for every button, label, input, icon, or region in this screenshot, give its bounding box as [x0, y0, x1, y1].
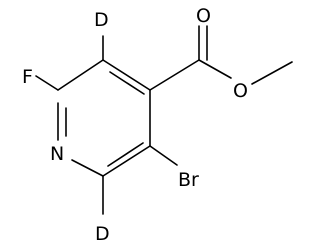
- bond-oester-methyl: [251, 61, 293, 85]
- atom-label-fluorine: F: [22, 66, 33, 88]
- bond-c6-c5: [102, 59, 151, 91]
- bond-c6-c5-inner: [109, 71, 145, 95]
- atom-label-deuterium-top: D: [94, 9, 109, 31]
- bond-c4-br: [149, 145, 178, 166]
- bond-c4-c3-inner: [107, 142, 144, 167]
- atom-label-carbonyl-oxygen: O: [196, 5, 211, 27]
- bond-c2-f: [35, 75, 59, 91]
- bond-c5-ccarbonyl: [149, 59, 200, 91]
- atom-label-nitrogen: N: [50, 143, 64, 165]
- molecule-structure: F N Br D D O O: [22, 5, 293, 245]
- bond-ccarbonyl-oester: [198, 59, 232, 79]
- atom-label-deuterium-bottom: D: [95, 223, 110, 245]
- bond-c3-n: [71, 159, 104, 177]
- bond-c2-c6: [57, 59, 104, 91]
- atom-label-bromine: Br: [178, 169, 199, 191]
- bond-c4-c3: [102, 145, 151, 177]
- atom-label-ester-oxygen: O: [233, 80, 248, 102]
